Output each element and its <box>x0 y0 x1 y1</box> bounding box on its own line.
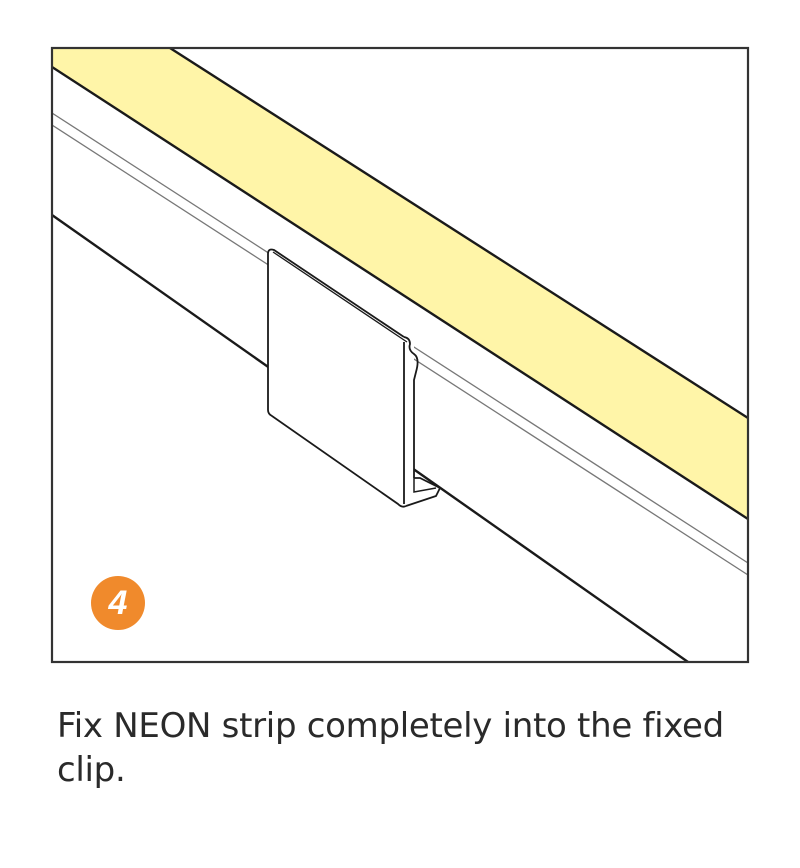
step-number: 4 <box>108 583 128 622</box>
instruction-caption: Fix NEON strip completely into the fixed… <box>57 706 724 790</box>
neon-strip-bottom-edge <box>52 65 748 521</box>
fixed-clip <box>267 248 441 509</box>
step-number-badge: 4 <box>91 576 145 630</box>
neon-strip <box>52 48 748 519</box>
neon-strip-top-edge <box>169 48 748 420</box>
installation-illustration <box>50 46 750 664</box>
illustration-frame <box>50 46 750 664</box>
